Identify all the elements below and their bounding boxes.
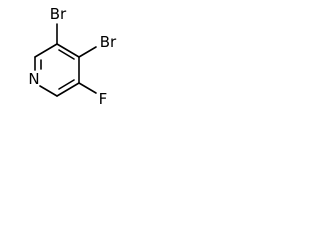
molecule-structure: Br Br F N (28, 5, 117, 108)
double-bond-c5-c6 (58, 79, 75, 90)
atom-label-br-3: Br (50, 5, 67, 23)
atom-label-br-4: Br (100, 33, 117, 51)
atom-label-n: N (28, 70, 39, 88)
bond-c5-c6 (56, 82, 80, 97)
bond-c6-n1 (39, 85, 58, 97)
atom-label-f: F (99, 90, 108, 108)
bond-c3-c4 (56, 43, 80, 58)
bond-c4-br (78, 46, 97, 58)
bond-c2-c3 (34, 43, 58, 58)
bond-c5-f (78, 82, 97, 94)
double-bond-c3-c4 (58, 49, 75, 60)
